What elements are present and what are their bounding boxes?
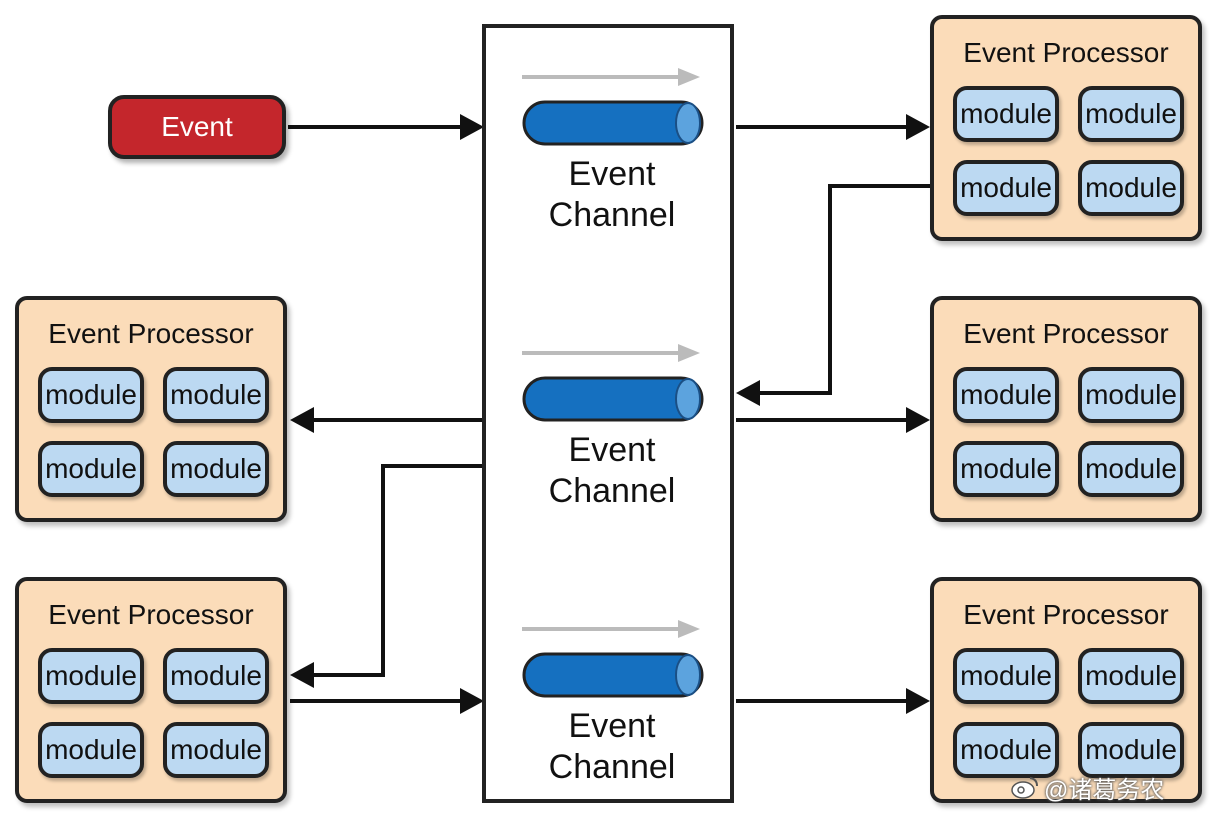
event-channel-2: Event Channel	[486, 304, 738, 544]
module-box: module	[953, 648, 1059, 704]
module-box: module	[1078, 441, 1184, 497]
event-box: Event	[108, 95, 286, 159]
watermark: @诸葛务农	[1010, 772, 1165, 804]
event-processor-bottom-right: Event Processor module module module mod…	[930, 577, 1202, 803]
module-box: module	[953, 86, 1059, 142]
event-channel-1: Event Channel	[486, 28, 738, 268]
arrowhead	[460, 114, 484, 140]
channel-label-line-2: Channel	[548, 748, 676, 786]
channel-label: Event Channel	[486, 430, 738, 512]
module-box: module	[953, 367, 1059, 423]
module-box: module	[953, 441, 1059, 497]
channel-label-line-1: Event	[568, 155, 656, 193]
event-channel-3: Event Channel	[486, 580, 738, 820]
channel-label-line-1: Event	[568, 431, 656, 469]
channel-label-line-2: Channel	[548, 472, 676, 510]
module-box: module	[1078, 86, 1184, 142]
channel-pipe-icon	[522, 100, 704, 146]
module-box: module	[163, 441, 269, 497]
module-box: module	[38, 722, 144, 778]
channel-pipe-icon	[522, 652, 704, 698]
weibo-icon	[1011, 777, 1038, 799]
event-processor-top-right: Event Processor module module module mod…	[930, 15, 1202, 241]
flow-direction-arrow	[522, 344, 700, 362]
module-box: module	[1078, 722, 1184, 778]
processor-title: Event Processor	[963, 37, 1169, 68]
event-processor-bottom-left: Event Processor module module module mod…	[15, 577, 287, 803]
module-box: module	[163, 367, 269, 423]
arrow-processor-tr-to-channel-2	[758, 184, 930, 395]
module-box: module	[38, 367, 144, 423]
event-processor-middle-left: Event Processor module module module mod…	[15, 296, 287, 522]
event-processor-middle-right: Event Processor module module module mod…	[930, 296, 1202, 522]
module-box: module	[953, 160, 1059, 216]
processor-title: Event Processor	[963, 318, 1169, 349]
arrow-channel-2-to-processor-bl	[312, 464, 482, 677]
flow-direction-arrow	[522, 68, 700, 86]
module-box: module	[163, 722, 269, 778]
event-channel-panel: Event Channel Event Channel	[482, 24, 734, 803]
processor-title: Event Processor	[48, 599, 254, 630]
channel-label-line-2: Channel	[548, 196, 676, 234]
watermark-text: @诸葛务农	[1044, 776, 1165, 804]
channel-label-line-1: Event	[568, 707, 656, 745]
module-box: module	[38, 648, 144, 704]
module-box: module	[1078, 160, 1184, 216]
processor-title: Event Processor	[963, 599, 1169, 630]
module-box: module	[1078, 367, 1184, 423]
channel-label: Event Channel	[486, 706, 738, 788]
channel-label: Event Channel	[486, 154, 738, 236]
flow-direction-arrow	[522, 620, 700, 638]
module-box: module	[1078, 648, 1184, 704]
module-box: module	[953, 722, 1059, 778]
event-label: Event	[161, 111, 233, 142]
module-box: module	[163, 648, 269, 704]
channel-pipe-icon	[522, 376, 704, 422]
module-box: module	[38, 441, 144, 497]
processor-title: Event Processor	[48, 318, 254, 349]
